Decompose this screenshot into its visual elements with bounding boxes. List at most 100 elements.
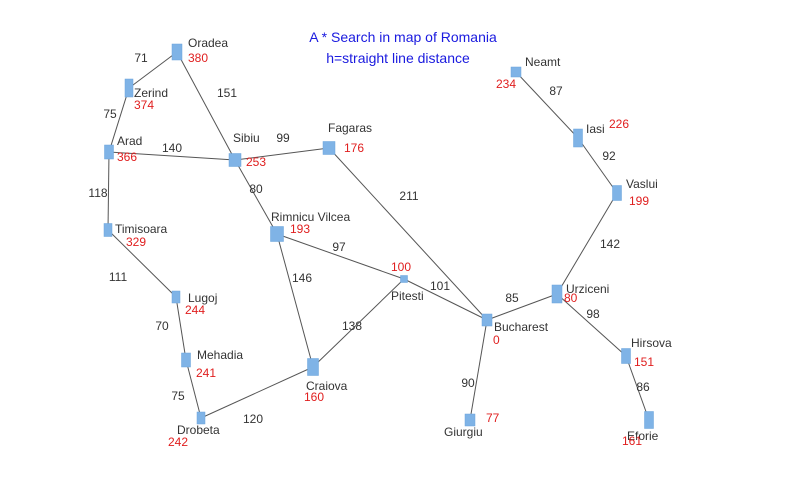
heuristic-bucharest: 0 bbox=[493, 333, 500, 347]
city-node-pitesti bbox=[400, 275, 408, 283]
heuristic-urziceni: 80 bbox=[564, 291, 578, 305]
city-name-fagaras: Fagaras bbox=[328, 121, 372, 135]
road-sibiu-rimnicu bbox=[234, 159, 278, 235]
road-distance-label: 86 bbox=[636, 380, 650, 394]
road-distance-labels: 7175151140118111707512099809714613821110… bbox=[88, 51, 650, 426]
heuristic-lugoj: 244 bbox=[185, 303, 205, 317]
road-distance-label: 71 bbox=[134, 51, 148, 65]
city-name-neamt: Neamt bbox=[525, 55, 561, 69]
road-distance-label: 120 bbox=[243, 412, 263, 426]
road-zerind-arad bbox=[108, 87, 130, 153]
city-name-giurgiu: Giurgiu bbox=[444, 425, 483, 439]
title-line-2: h=straight line distance bbox=[326, 50, 470, 66]
heuristic-craiova: 160 bbox=[304, 390, 324, 404]
road-bucharest-urziceni bbox=[486, 293, 558, 321]
city-name-arad: Arad bbox=[117, 134, 142, 148]
city-name-iasi: Iasi bbox=[586, 122, 605, 136]
city-node-sibiu bbox=[228, 153, 242, 167]
heuristic-vaslui: 199 bbox=[629, 194, 649, 208]
city-node-zerind bbox=[124, 78, 134, 98]
city-node-eforie bbox=[644, 411, 654, 429]
road-rimnicu-pitesti bbox=[276, 233, 405, 280]
road-distance-label: 118 bbox=[88, 186, 107, 200]
road-distance-label: 97 bbox=[332, 240, 346, 254]
city-name-craiova: Craiova bbox=[306, 379, 348, 393]
road-distance-label: 90 bbox=[461, 376, 475, 390]
heuristic-giurgiu: 77 bbox=[486, 411, 500, 425]
road-distance-label: 142 bbox=[600, 237, 620, 251]
city-node-drobeta bbox=[196, 411, 206, 425]
city-node-timisoara bbox=[103, 223, 113, 237]
heuristic-arad: 366 bbox=[117, 150, 137, 164]
city-name-bucharest: Bucharest bbox=[494, 320, 549, 334]
city-name-lugoj: Lugoj bbox=[188, 291, 217, 305]
road-mehadia-drobeta bbox=[185, 359, 202, 419]
road-distance-label: 80 bbox=[249, 182, 263, 196]
city-node-lugoj bbox=[171, 290, 181, 304]
road-distance-label: 75 bbox=[171, 389, 185, 403]
road-distance-label: 140 bbox=[162, 141, 182, 155]
road-timisoara-lugoj bbox=[107, 229, 177, 298]
road-urziceni-hirsova bbox=[556, 293, 627, 357]
road-lugoj-mehadia bbox=[175, 296, 187, 361]
city-node-rimnicu bbox=[270, 226, 284, 242]
city-name-sibiu: Sibiu bbox=[233, 131, 260, 145]
road-distance-label: 101 bbox=[430, 279, 450, 293]
map-title: A * Search in map of Romania h=straight … bbox=[309, 29, 497, 66]
city-node-mehadia bbox=[181, 352, 191, 368]
road-iasi-neamt bbox=[515, 71, 579, 139]
city-node-oradea bbox=[171, 43, 183, 61]
road-hirsova-eforie bbox=[625, 355, 650, 421]
city-name-vaslui: Vaslui bbox=[626, 177, 658, 191]
road-distance-label: 146 bbox=[292, 271, 312, 285]
heuristic-hirsova: 151 bbox=[634, 355, 654, 369]
road-edges bbox=[107, 51, 650, 421]
heuristic-zerind: 374 bbox=[134, 98, 154, 112]
city-node-vaslui bbox=[612, 185, 622, 201]
heuristic-neamt: 234 bbox=[496, 77, 516, 91]
road-distance-label: 138 bbox=[342, 319, 362, 333]
road-pitesti-bucharest bbox=[403, 278, 488, 321]
heuristic-drobeta: 242 bbox=[168, 435, 188, 449]
heuristic-fagaras: 176 bbox=[344, 141, 364, 155]
road-craiova-pitesti bbox=[312, 278, 405, 368]
road-distance-label: 87 bbox=[549, 84, 563, 98]
city-name-urziceni: Urziceni bbox=[566, 282, 609, 296]
road-vaslui-iasi bbox=[577, 137, 618, 194]
heuristic-pitesti: 100 bbox=[391, 260, 411, 274]
road-rimnicu-craiova bbox=[276, 233, 314, 368]
city-name-hirsova: Hirsova bbox=[631, 336, 672, 350]
city-name-drobeta: Drobeta bbox=[177, 423, 220, 437]
city-node-giurgiu bbox=[464, 413, 476, 427]
road-arad-timisoara bbox=[107, 151, 110, 231]
road-distance-label: 211 bbox=[399, 189, 418, 203]
city-node-bucharest bbox=[481, 313, 493, 327]
city-name-zerind: Zerind bbox=[134, 86, 168, 100]
heuristic-sibiu: 253 bbox=[246, 155, 266, 169]
road-distance-label: 111 bbox=[109, 270, 128, 284]
city-node-arad bbox=[104, 144, 114, 160]
city-node-fagaras bbox=[322, 141, 336, 155]
city-node-urziceni bbox=[551, 284, 563, 304]
heuristic-timisoara: 329 bbox=[126, 235, 146, 249]
title-line-1: A * Search in map of Romania bbox=[309, 29, 497, 45]
road-distance-label: 75 bbox=[103, 107, 117, 121]
city-node-craiova bbox=[307, 358, 319, 376]
heuristic-oradea: 380 bbox=[188, 51, 208, 65]
road-urziceni-vaslui bbox=[556, 192, 618, 295]
heuristic-mehadia: 241 bbox=[196, 366, 216, 380]
heuristic-eforie: 161 bbox=[622, 434, 642, 448]
road-distance-label: 85 bbox=[505, 291, 519, 305]
road-oradea-sibiu bbox=[176, 51, 236, 161]
city-name-mehadia: Mehadia bbox=[197, 348, 243, 362]
city-node-hirsova bbox=[621, 348, 631, 364]
road-distance-label: 70 bbox=[155, 319, 169, 333]
road-sibiu-fagaras bbox=[234, 147, 330, 161]
city-name-rimnicu: Rimnicu Vilcea bbox=[271, 210, 350, 224]
road-bucharest-giurgiu bbox=[469, 319, 488, 421]
road-arad-sibiu bbox=[108, 151, 236, 161]
city-name-eforie: Eforie bbox=[627, 429, 659, 443]
road-fagaras-bucharest bbox=[328, 147, 488, 321]
heuristic-iasi: 226 bbox=[609, 117, 629, 131]
road-distance-label: 98 bbox=[586, 307, 600, 321]
